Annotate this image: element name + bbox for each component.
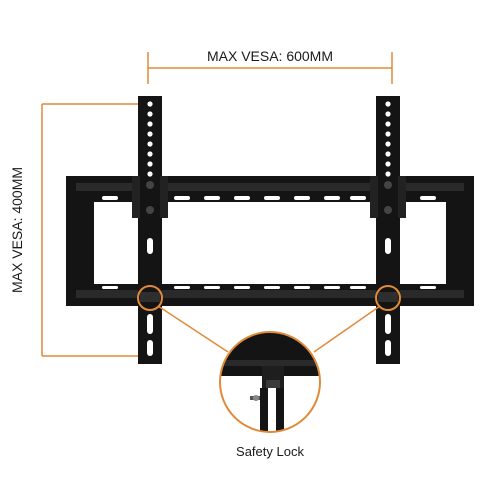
left-lock-highlight [137,285,163,311]
wall-bracket [66,96,474,364]
height-dimension: MAX VESA: 400MM [9,103,138,357]
width-label: MAX VESA: 600MM [207,48,333,64]
bottom-rail-slots [102,286,436,289]
right-mounting-arm [370,96,406,364]
safety-lock-detail [219,331,321,433]
height-label: MAX VESA: 400MM [9,167,25,293]
width-dimension: MAX VESA: 600MM [147,48,393,84]
left-leader-line [157,305,229,353]
right-lock-highlight [375,285,401,311]
right-leader-line [313,305,381,353]
top-rail-slots [102,196,436,200]
left-mounting-arm [132,96,168,364]
safety-lock-label: Safety Lock [236,444,304,459]
